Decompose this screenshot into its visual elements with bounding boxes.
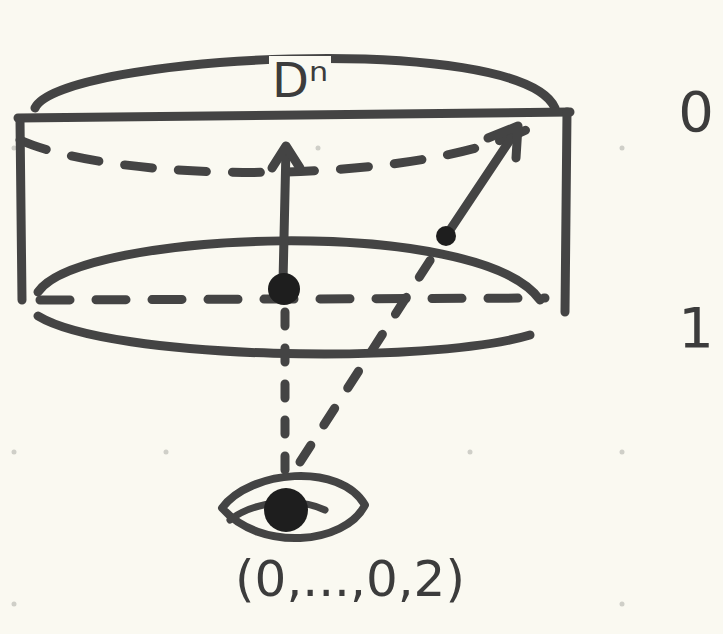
space-label: Dⁿ — [269, 56, 331, 104]
level-number: 0 — [675, 84, 717, 140]
point-coordinates: (0,...,0,2) — [232, 554, 468, 604]
level-number: 1 — [675, 300, 717, 356]
